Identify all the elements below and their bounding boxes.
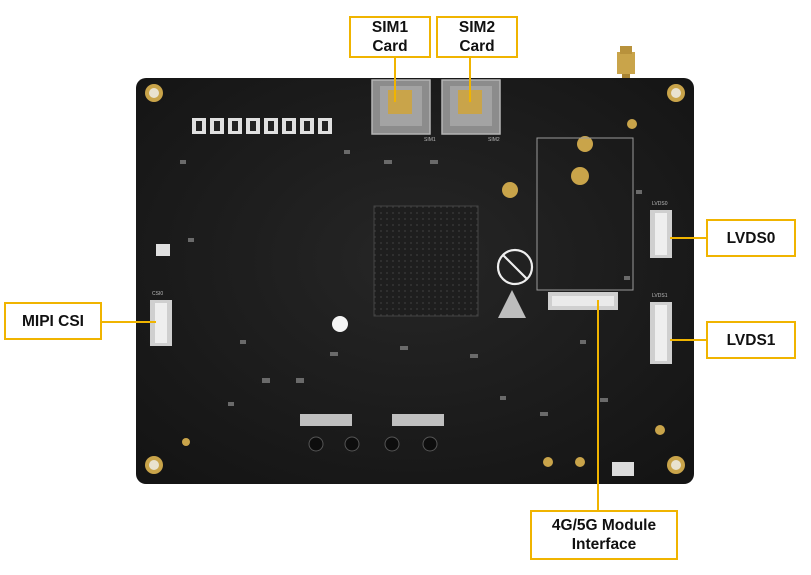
gold-pad bbox=[577, 136, 593, 152]
gold-pad bbox=[502, 182, 518, 198]
mounting-hole-bl bbox=[145, 456, 163, 474]
mounting-hole-tr bbox=[667, 84, 685, 102]
callout-lvds0: LVDS0 bbox=[706, 219, 796, 257]
pb-free-symbol bbox=[496, 248, 534, 286]
mipi-csi-connector bbox=[150, 300, 172, 346]
gold-pad bbox=[627, 119, 637, 129]
leader-lines bbox=[102, 56, 708, 512]
mounting-hole-br bbox=[667, 456, 685, 474]
module-outline bbox=[536, 137, 634, 291]
gold-pad bbox=[571, 167, 589, 185]
bottom-connectors bbox=[300, 414, 634, 476]
callout-lvds0-label: LVDS0 bbox=[726, 229, 776, 247]
callout-module-line1: 4G/5G Module bbox=[551, 517, 657, 534]
sim2-slot bbox=[441, 79, 501, 135]
silk-csi: CSI0 bbox=[152, 291, 163, 297]
lvds0-connector bbox=[650, 210, 672, 258]
callout-sim1-line2: Card bbox=[372, 38, 408, 55]
white-hole bbox=[332, 316, 348, 332]
silk-lvds0: LVDS0 bbox=[652, 201, 668, 207]
callout-sim2-line1: SIM2 bbox=[458, 19, 496, 36]
callout-module: 4G/5G Module Interface bbox=[530, 510, 678, 560]
callout-sim1: SIM1 Card bbox=[349, 16, 431, 58]
mounting-hole-tl bbox=[145, 84, 163, 102]
recycle-triangle-icon bbox=[498, 290, 526, 318]
callout-mipi: MIPI CSI bbox=[4, 302, 102, 340]
callout-module-line2: Interface bbox=[571, 536, 637, 553]
sim1-slot bbox=[371, 79, 431, 135]
callout-sim2-line2: Card bbox=[459, 38, 495, 55]
callout-sim1-line1: SIM1 bbox=[371, 19, 409, 36]
callout-lvds1-label: LVDS1 bbox=[726, 331, 776, 349]
callout-lvds1: LVDS1 bbox=[706, 321, 796, 359]
gold-pad bbox=[655, 425, 665, 435]
gold-pad bbox=[182, 438, 190, 446]
silk-sim1: SIM1 bbox=[424, 137, 436, 143]
silk-sim2: SIM2 bbox=[488, 137, 500, 143]
smd-parts bbox=[156, 150, 642, 416]
component-row bbox=[192, 118, 332, 134]
callout-sim2: SIM2 Card bbox=[436, 16, 518, 58]
silk-lvds1: LVDS1 bbox=[652, 293, 668, 299]
m2-connector bbox=[548, 292, 618, 310]
lvds1-connector bbox=[650, 302, 672, 364]
soc-chip bbox=[373, 205, 479, 317]
callout-mipi-label: MIPI CSI bbox=[21, 312, 84, 330]
